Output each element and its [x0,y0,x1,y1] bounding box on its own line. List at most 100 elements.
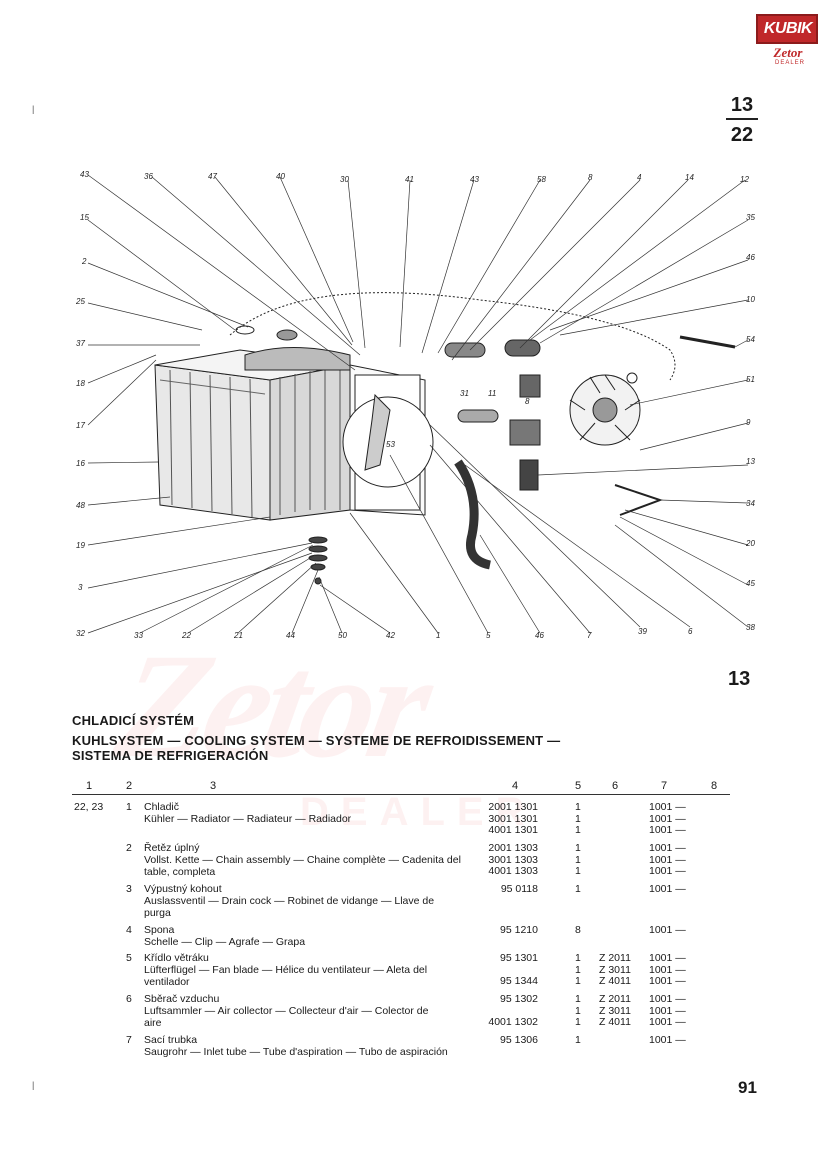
serial-from: 1001 — [649,801,686,813]
callout-label: 18 [76,379,85,388]
part-number: 95 1306 [500,1034,538,1046]
serial-from: 1001 — [649,842,686,854]
callout-label: 19 [76,541,85,550]
part-description: Schelle — Clip — Agrafe — Grapa [144,936,306,948]
item-number: 6 [126,993,132,1005]
section-title-multilingual-cont: SISTEMA DE REFRIGERACIÓN [72,748,269,763]
column-header: 4 [512,780,519,792]
serial-from: 1001 — [649,993,686,1005]
part-number: 2001 1303 [488,842,538,854]
watermark-brand: Zetor [105,623,438,789]
part-number: 95 1301 [500,952,538,964]
callout-label: 41 [405,175,414,184]
quantity: 1 [575,812,581,825]
item-number: 3 [126,883,132,895]
cooling-system-exploded-diagram: 43 36 47 40 30 41 43 58 8 4 14 12 15 2 2… [60,165,770,645]
quantity: 1 [575,853,581,866]
callout-label: 43 [80,170,89,179]
logo-badge: KUBIK [756,14,818,44]
callout-label: 13 [746,457,755,466]
logo-kubik-text: KUBIK [763,20,813,37]
callout-label: 4 [637,173,642,182]
part-number: 2001 1301 [488,801,538,813]
callout-label: 46 [746,253,755,262]
page-number-divider [726,118,758,120]
model: Z 4011 [599,1016,631,1028]
quantity: 1 [575,1004,581,1017]
part-number: 4001 1302 [488,1016,538,1028]
callout-label: 53 [386,440,395,449]
callout-label: 32 [76,629,85,638]
callout-label: 14 [685,173,694,182]
callout-label: 15 [80,213,89,222]
model: Z 3011 [599,1004,631,1017]
kubik-zetor-logo: KUBIK Zetor DEALER [756,14,818,66]
scan-edge-mark: | [32,104,35,114]
item-number: 7 [126,1034,132,1046]
serial-from: 1001 — [649,812,686,825]
part-description: Saugrohr — Inlet tube — Tube d'aspiratio… [144,1046,448,1058]
callout-label: 10 [746,295,755,304]
callout-label: 50 [338,631,347,640]
part-description: Auslassventil — Drain cock — Robinet de … [144,895,435,919]
column-header: 6 [612,780,619,792]
part-description: Lüfterflügel — Fan blade — Hélice du ven… [144,964,428,988]
column-header: 7 [661,780,668,792]
section-number: 13 [728,668,751,690]
callout-label: 36 [144,172,153,181]
part-number: 95 1302 [500,993,538,1005]
callout-label: 20 [746,539,755,548]
callout-label: 1 [436,631,441,640]
callout-label: 22 [182,631,191,640]
callout-label: 2 [82,257,87,266]
callout-label: 11 [488,389,497,398]
figure-ref: 22, 23 [74,801,104,813]
radiator-core [154,349,351,521]
item-number: 1 [126,801,132,813]
page-sheet-number: 22 [730,124,754,146]
quantity: 1 [575,993,581,1005]
quantity: 1 [575,824,581,836]
callout-label: 38 [746,623,755,632]
callout-label: 17 [76,421,85,430]
quantity: 1 [575,963,581,976]
quantity: 1 [575,1034,581,1046]
logo-sub-text: DEALER [774,60,805,66]
quantity: 1 [575,975,581,987]
callout-label: 12 [740,175,749,184]
callout-label: 40 [276,172,285,181]
part-number: 95 0118 [500,883,538,895]
callout-label: 5 [486,631,491,640]
callout-label: 44 [286,631,295,640]
quantity: 1 [575,801,581,813]
callout-label: 47 [208,172,217,181]
callout-label: 8 [525,397,530,406]
callout-label: 35 [746,213,755,222]
serial-from: 1001 — [649,1004,686,1017]
serial-from: 1001 — [649,853,686,866]
callout-label: 58 [537,175,546,184]
quantity: 8 [575,924,581,936]
callout-label: 9 [746,418,751,427]
quantity: 1 [575,865,581,877]
serial-from: 1001 — [649,1034,686,1046]
callout-label: 48 [76,501,85,510]
part-name: Sběrač vzduchu [144,993,220,1005]
quantity: 1 [575,1016,581,1028]
part-name: Sací trubka [144,1034,198,1046]
model: Z 2011 [599,952,631,964]
callout-label: 25 [76,297,85,306]
item-number: 5 [126,952,132,964]
callout-label: 54 [746,335,755,344]
callout-label: 34 [746,499,755,508]
serial-from: 1001 — [649,1016,686,1028]
model: Z 2011 [599,993,631,1005]
drain-cock-parts [308,536,328,585]
quantity: 1 [575,952,581,964]
serial-from: 1001 — [649,824,686,836]
part-description: Luftsammler — Air collector — Collecteur… [144,1005,429,1029]
callout-label: 16 [76,459,85,468]
part-name: Výpustný kohout [144,883,222,895]
part-number: 95 1344 [500,975,538,987]
column-header: 5 [575,780,582,792]
